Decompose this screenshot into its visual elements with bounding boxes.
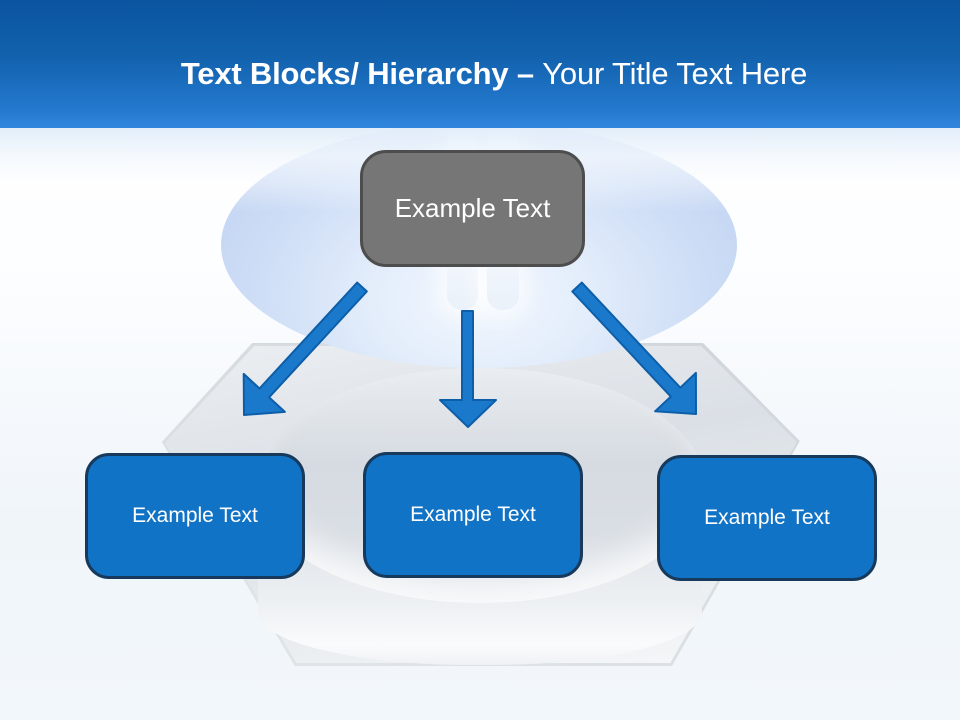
page-title-bold: Text Blocks/ Hierarchy – <box>180 56 543 91</box>
page-title[interactable]: Text Blocks/ Hierarchy – Your Title Text… <box>0 54 960 94</box>
child-text-block-3[interactable]: Example Text <box>657 455 877 581</box>
parent-text-block-label: Example Text <box>394 193 551 223</box>
child-text-block-3-label: Example Text <box>704 506 830 529</box>
child-text-block-1[interactable]: Example Text <box>85 453 305 579</box>
child-text-block-2-label: Example Text <box>410 503 536 526</box>
arrow-down-left[interactable] <box>242 281 368 416</box>
header-band <box>0 0 960 128</box>
child-text-block-1-label: Example Text <box>132 504 258 527</box>
arrow-down-right[interactable] <box>571 281 697 415</box>
parent-text-block[interactable]: Example Text <box>360 150 585 267</box>
arrow-down[interactable] <box>439 310 497 428</box>
page-title-regular: Your Title Text Here <box>542 56 808 91</box>
child-text-block-2[interactable]: Example Text <box>363 452 583 578</box>
